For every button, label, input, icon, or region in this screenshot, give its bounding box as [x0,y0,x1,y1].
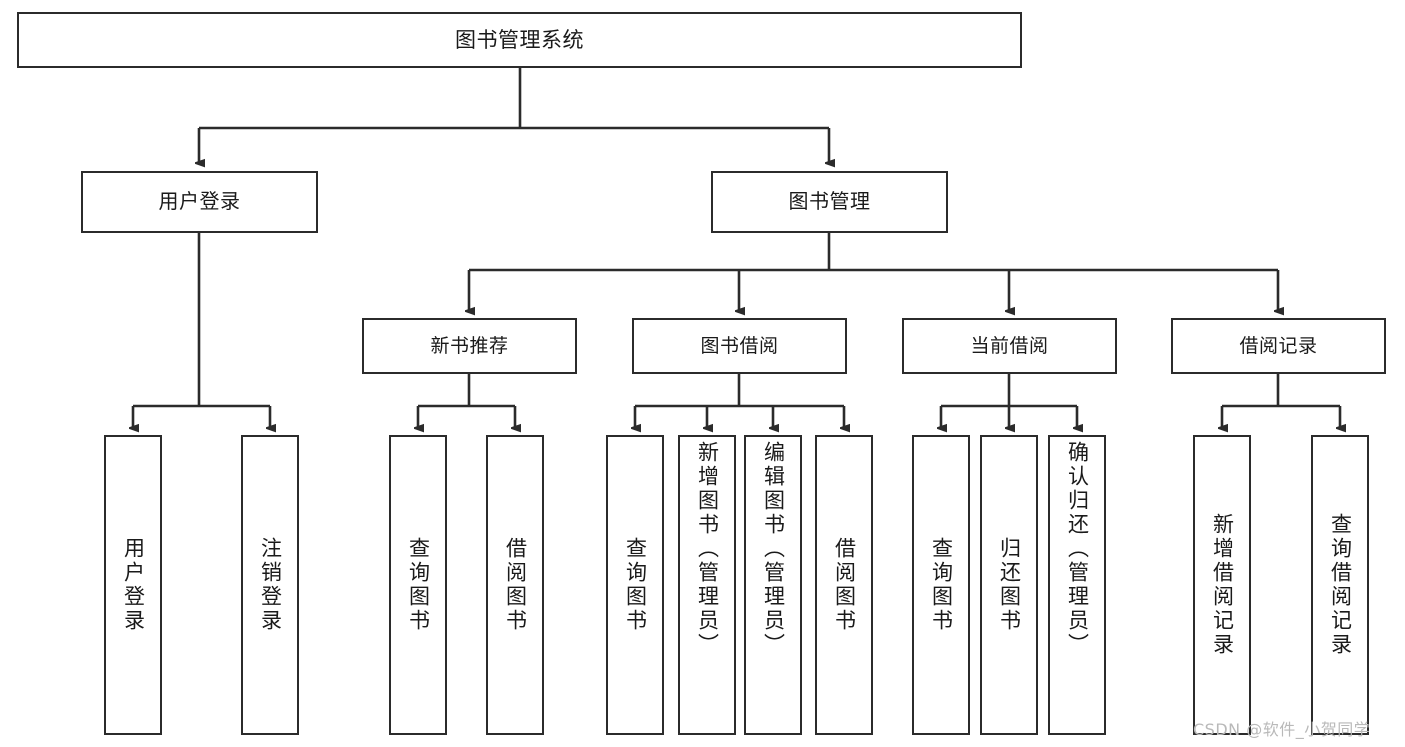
node-book-borrow[interactable]: 图书借阅 [632,318,847,374]
node-leaf-query-book-1-label: 查询图书 [406,537,431,633]
node-leaf-query-book-2[interactable]: 查询图书 [606,435,664,735]
node-root-label: 图书管理系统 [455,27,584,52]
node-leaf-return-book-label: 归还图书 [997,537,1022,633]
node-leaf-confirm-return[interactable]: 确认归还（管理员） [1048,435,1106,735]
csdn-watermark: CSDN @软件_小贺同学 [1193,720,1371,739]
node-leaf-confirm-return-label: 确认归还（管理员） [1065,441,1090,657]
node-leaf-edit-book[interactable]: 编辑图书（管理员） [744,435,802,735]
node-leaf-borrow-book-2-label: 借阅图书 [832,537,857,633]
node-leaf-query-book-2-label: 查询图书 [623,537,648,633]
node-leaf-logout[interactable]: 注销登录 [241,435,299,735]
node-leaf-query-book-3[interactable]: 查询图书 [912,435,970,735]
node-leaf-add-book-label: 新增图书（管理员） [695,441,720,657]
node-current-borrow-label: 当前借阅 [970,334,1049,357]
node-leaf-user-login-label: 用户登录 [121,537,146,633]
node-leaf-user-login[interactable]: 用户登录 [104,435,162,735]
node-leaf-borrow-book-2[interactable]: 借阅图书 [815,435,873,735]
node-root[interactable]: 图书管理系统 [17,12,1022,68]
node-leaf-add-book[interactable]: 新增图书（管理员） [678,435,736,735]
node-leaf-borrow-book-1-label: 借阅图书 [503,537,528,633]
node-book-management[interactable]: 图书管理 [711,171,948,233]
node-leaf-add-record[interactable]: 新增借阅记录 [1193,435,1251,735]
node-new-book-recommend-label: 新书推荐 [430,334,509,357]
node-current-borrow[interactable]: 当前借阅 [902,318,1117,374]
node-leaf-query-record-label: 查询借阅记录 [1328,513,1353,657]
node-book-borrow-label: 图书借阅 [700,334,779,357]
node-new-book-recommend[interactable]: 新书推荐 [362,318,577,374]
node-leaf-logout-label: 注销登录 [258,537,283,633]
node-borrow-record-label: 借阅记录 [1239,334,1318,357]
node-leaf-edit-book-label: 编辑图书（管理员） [761,441,786,657]
node-leaf-add-record-label: 新增借阅记录 [1210,513,1235,657]
node-borrow-record[interactable]: 借阅记录 [1171,318,1386,374]
node-leaf-return-book[interactable]: 归还图书 [980,435,1038,735]
node-leaf-borrow-book-1[interactable]: 借阅图书 [486,435,544,735]
node-leaf-query-book-3-label: 查询图书 [929,537,954,633]
node-user-login[interactable]: 用户登录 [81,171,318,233]
node-leaf-query-book-1[interactable]: 查询图书 [389,435,447,735]
node-user-login-label: 用户登录 [158,189,241,214]
node-book-management-label: 图书管理 [788,189,871,214]
node-leaf-query-record[interactable]: 查询借阅记录 [1311,435,1369,735]
